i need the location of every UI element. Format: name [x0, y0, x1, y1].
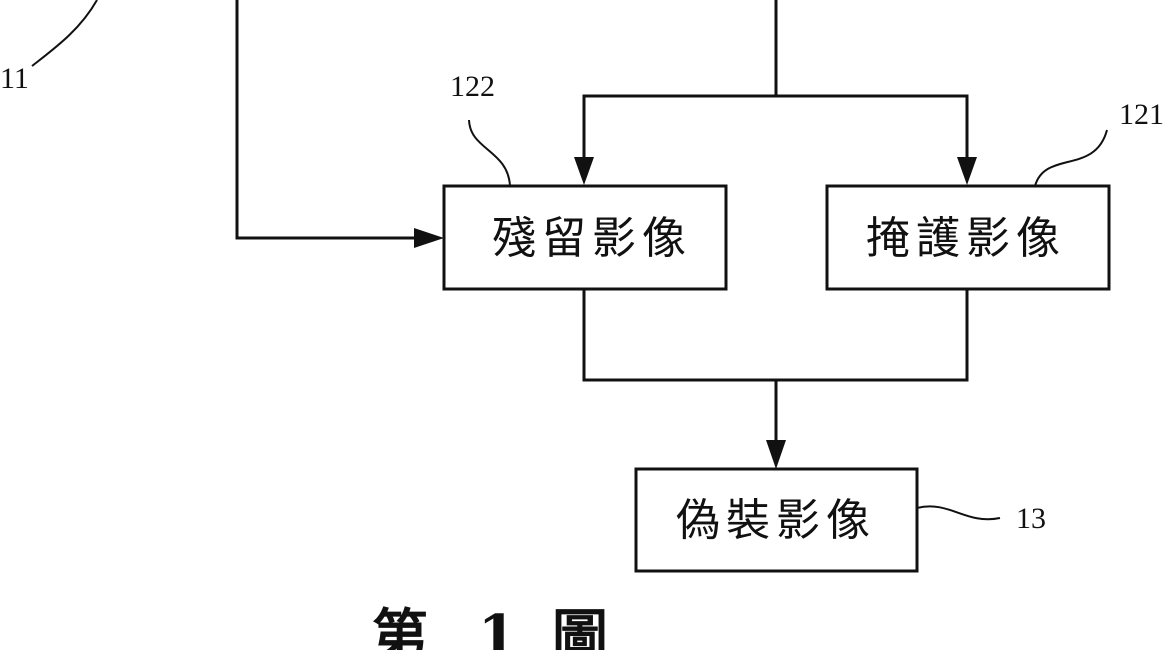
caption-fig: 第: [372, 603, 428, 650]
ref-121: 121: [1119, 98, 1164, 131]
ref-13: 13: [1016, 502, 1046, 535]
arrowhead-into-masking: [957, 157, 977, 185]
leader-121: [1034, 129, 1108, 187]
caption-number: 1: [478, 603, 517, 650]
ref-11: 11: [0, 62, 29, 95]
leader-122: [468, 119, 511, 187]
camouflage-image-label: 偽裝影像: [676, 495, 876, 546]
residual-image-label: 殘留影像: [492, 213, 692, 264]
masking-image-label: 掩護影像: [866, 213, 1066, 264]
connector-split: [582, 94, 969, 160]
masking-image-box: [825, 184, 1111, 291]
caption-tu: 圖: [552, 603, 608, 650]
leader-13: [916, 505, 1001, 521]
leader-11: [31, 0, 98, 67]
arrowhead-into-residual-top: [574, 157, 594, 185]
arrowhead-into-camouflage: [766, 440, 786, 469]
connector-left-feed: [235, 0, 415, 240]
camouflage-image-box: [634, 467, 919, 573]
ref-122: 122: [450, 70, 495, 103]
connector-merge: [582, 289, 969, 382]
arrowhead-into-residual: [414, 228, 444, 248]
